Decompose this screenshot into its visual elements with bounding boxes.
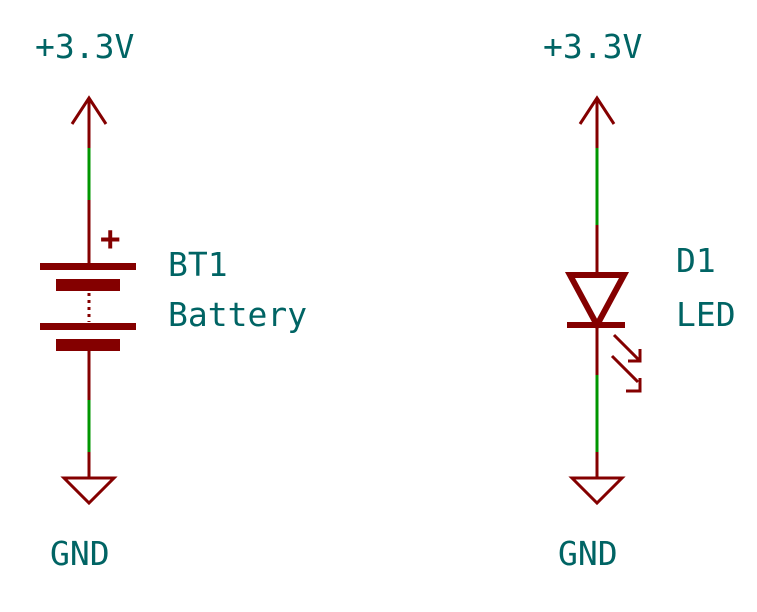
ground-label-right: GND <box>558 534 618 573</box>
led-value[interactable]: LED <box>676 295 736 334</box>
led-symbol[interactable] <box>564 272 642 393</box>
battery-plate-short-2 <box>56 339 120 351</box>
battery-plate-long-1 <box>40 263 136 270</box>
power-label-left: +3.3V <box>35 27 134 66</box>
battery-plate-long-2 <box>40 323 136 330</box>
power-symbol-left[interactable]: +3.3V <box>35 27 134 148</box>
power-arrow-left <box>70 95 108 148</box>
led-emission-arrow-1 <box>612 333 642 363</box>
ground-symbol-left[interactable]: GND <box>50 452 118 573</box>
battery-polarity-mark: + <box>100 219 120 259</box>
power-label-right: +3.3V <box>543 27 642 66</box>
battery-reference[interactable]: BT1 <box>168 245 228 284</box>
ground-label-left: GND <box>50 534 110 573</box>
power-arrow-right <box>578 95 616 148</box>
ground-triangle-left <box>60 452 118 506</box>
battery-plate-short-1 <box>56 279 120 291</box>
ground-triangle-right <box>568 452 626 506</box>
battery-value[interactable]: Battery <box>168 295 307 334</box>
led-emission-arrow-2 <box>610 354 642 393</box>
battery-symbol[interactable]: + <box>40 219 136 351</box>
ground-symbol-right[interactable]: GND <box>558 452 626 573</box>
led-triangle <box>564 272 630 332</box>
power-symbol-right[interactable]: +3.3V <box>543 27 642 148</box>
led-reference[interactable]: D1 <box>676 241 716 280</box>
